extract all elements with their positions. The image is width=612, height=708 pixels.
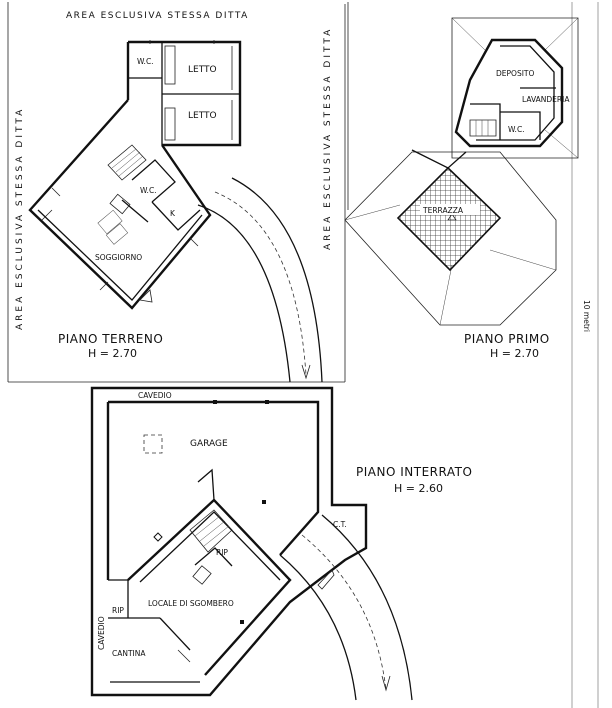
scale-note: 10 metri xyxy=(582,300,591,332)
basement-plan xyxy=(90,386,368,697)
room-wc-top: W.C. xyxy=(137,57,154,66)
sheet-borders xyxy=(7,2,599,708)
room-cantina: CANTINA xyxy=(112,649,146,658)
ground-floor-height: H = 2.70 xyxy=(88,347,137,360)
basement-stairs xyxy=(189,509,233,553)
first-floor-stairs xyxy=(469,119,497,137)
curved-ramp xyxy=(197,177,323,383)
room-letto-1: LETTO xyxy=(188,65,217,75)
room-garage: GARAGE xyxy=(190,439,228,449)
room-wc: W.C. xyxy=(140,186,157,195)
first-floor-plan xyxy=(344,17,579,326)
room-locale-sgombero: LOCALE DI SGOMBERO xyxy=(148,599,234,608)
area-left-label: AREA ESCLUSIVA STESSA DITTA xyxy=(15,107,25,330)
ground-floor-plan xyxy=(28,40,242,310)
room-deposito: DEPOSITO xyxy=(496,69,534,78)
first-floor-height: H = 2.70 xyxy=(490,347,539,360)
basement-title: PIANO INTERRATO xyxy=(356,465,472,479)
basement-curved-ramp xyxy=(279,514,413,701)
room-rip-2: RIP xyxy=(112,606,124,615)
room-letto-2: LETTO xyxy=(188,111,217,121)
area-top-label: AREA ESCLUSIVA STESSA DITTA xyxy=(66,11,249,21)
room-soggiorno: SOGGIORNO xyxy=(95,253,142,262)
area-right-label: AREA ESCLUSIVA STESSA DITTA xyxy=(323,27,333,250)
first-floor-title: PIANO PRIMO xyxy=(464,332,550,346)
cavedio-top-label: CAVEDIO xyxy=(138,391,172,400)
room-ct: C.T. xyxy=(333,520,347,529)
room-wc-first: W.C. xyxy=(508,125,525,134)
room-terrazza: TERRAZZA xyxy=(422,206,464,215)
room-lavanderia: LAVANDERIA xyxy=(522,95,570,104)
ground-stairs xyxy=(107,144,147,181)
room-rip-1: RIP xyxy=(216,548,228,557)
room-k: K xyxy=(170,209,176,218)
cavedio-left-label: CAVEDIO xyxy=(97,616,106,650)
basement-height: H = 2.60 xyxy=(394,482,443,495)
ground-floor-title: PIANO TERRENO xyxy=(58,332,163,346)
